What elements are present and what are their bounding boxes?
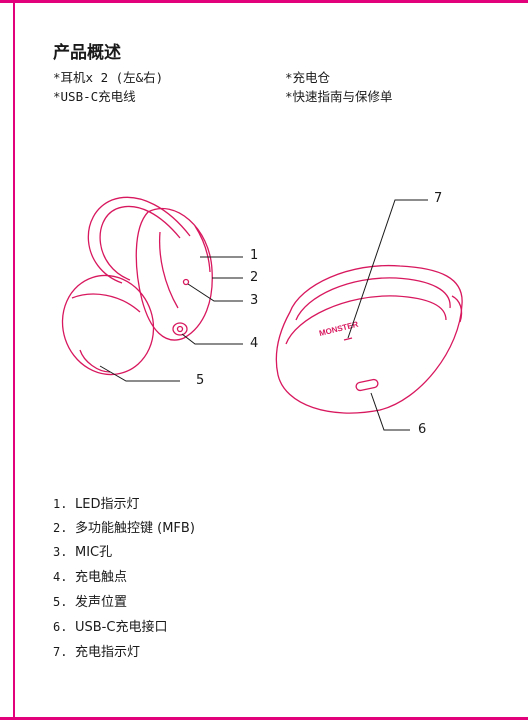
includes-item-earbuds: *耳机x 2 (左&右) <box>53 70 164 85</box>
case-drawing <box>275 264 463 414</box>
callout-1: 1 <box>250 248 259 263</box>
feature-item-mic: 3.MIC孔 <box>53 545 113 560</box>
feature-item-mfb: 2.多功能触控键 (MFB) <box>53 521 195 536</box>
callout-4: 4 <box>250 336 259 351</box>
callout-7: 7 <box>434 191 443 206</box>
includes-item-case: *充电仓 <box>285 70 331 85</box>
feature-item-charge-led: 7.充电指示灯 <box>53 645 141 660</box>
frame-left-border <box>13 0 15 720</box>
feature-item-speaker: 5.发声位置 <box>53 595 128 610</box>
callout-3: 3 <box>250 293 259 308</box>
page-title: 产品概述 <box>53 43 121 63</box>
callout-5: 5 <box>196 373 205 388</box>
includes-item-cable: *USB-C充电线 <box>53 89 136 104</box>
feature-item-usbc: 6.USB-C充电接口 <box>53 620 168 635</box>
frame-bottom-border <box>0 717 528 720</box>
feature-item-contacts: 4.充电触点 <box>53 570 128 585</box>
includes-item-guide: *快速指南与保修单 <box>285 89 393 104</box>
earbud-drawing <box>61 196 213 376</box>
feature-item-led: 1.LED指示灯 <box>53 497 140 512</box>
callout-2: 2 <box>250 270 259 285</box>
callout-6: 6 <box>418 422 427 437</box>
callout-lines <box>99 199 428 431</box>
frame-top-border <box>0 0 528 3</box>
